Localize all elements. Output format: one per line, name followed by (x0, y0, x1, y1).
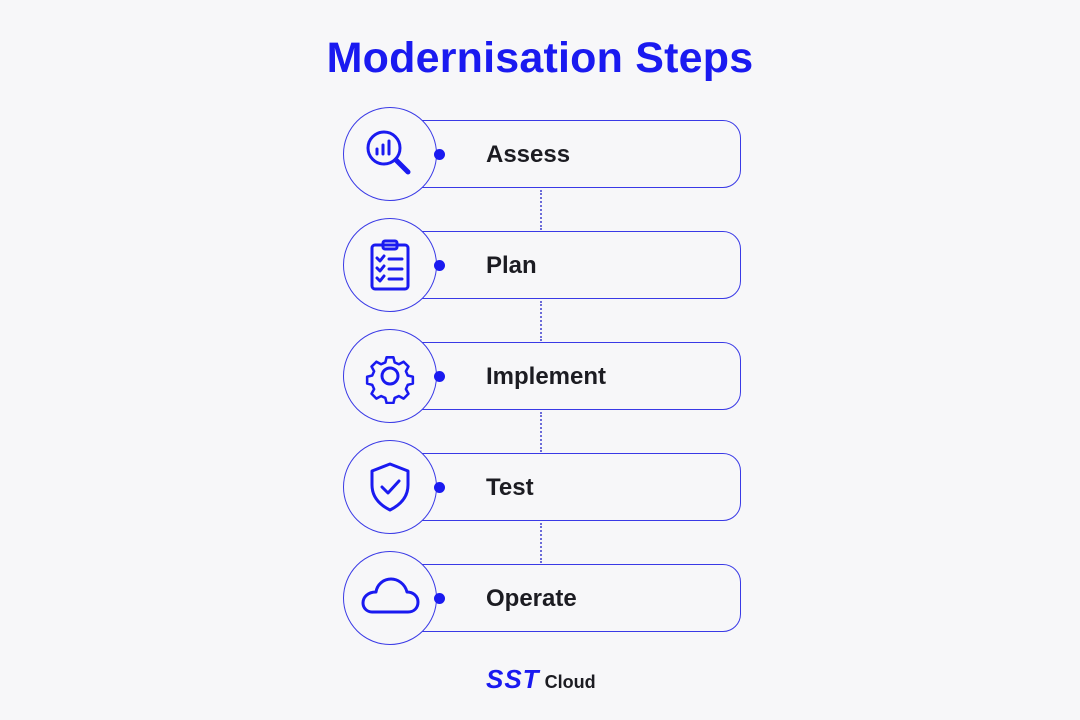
brand-logo: SST Cloud (486, 664, 596, 694)
logo-brand: SST (486, 664, 540, 694)
step-label: Assess (486, 141, 571, 168)
page-title: Modernisation Steps (326, 34, 754, 82)
step-dot (434, 371, 445, 382)
step-connector (540, 301, 542, 341)
step-plan: Plan (343, 218, 743, 314)
step-icon-circle (343, 440, 437, 534)
clipboard-checklist-icon (362, 237, 418, 293)
gear-icon (362, 348, 418, 404)
step-operate: Operate (343, 551, 743, 647)
step-label: Plan (486, 252, 537, 279)
step-dot (434, 482, 445, 493)
step-connector (540, 190, 542, 230)
step-connector (540, 523, 542, 563)
step-label: Implement (486, 363, 607, 390)
cloud-icon (358, 570, 422, 626)
step-dot (434, 260, 445, 271)
step-assess: Assess (343, 107, 743, 203)
analytics-magnifier-icon (362, 126, 418, 182)
step-label: Test (486, 474, 534, 501)
logo-suffix: Cloud (544, 672, 596, 692)
step-icon-circle (343, 218, 437, 312)
shield-check-icon (362, 459, 418, 515)
step-dot (434, 149, 445, 160)
step-icon-circle (343, 107, 437, 201)
step-icon-circle (343, 551, 437, 645)
step-label: Operate (486, 585, 577, 612)
step-connector (540, 412, 542, 452)
step-pill (383, 231, 741, 299)
step-test: Test (343, 440, 743, 536)
step-icon-circle (343, 329, 437, 423)
step-implement: Implement (343, 329, 743, 425)
step-dot (434, 593, 445, 604)
